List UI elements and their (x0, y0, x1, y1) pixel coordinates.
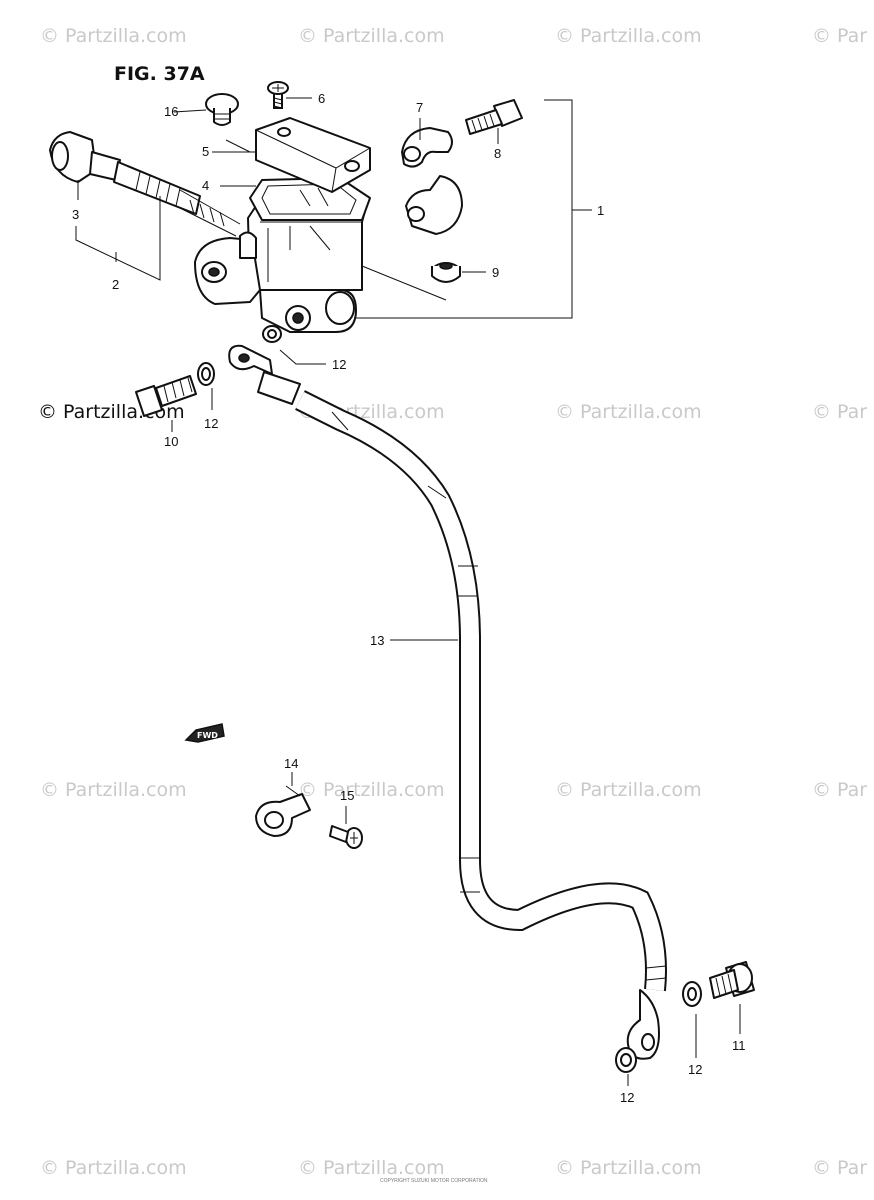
union-bolt (135, 375, 197, 417)
callout-7: 7 (416, 100, 423, 115)
callout-4: 4 (202, 178, 209, 193)
watermark: © Par (812, 1157, 867, 1179)
watermark: © Partzilla.com (40, 779, 187, 801)
callout-11: 11 (732, 1038, 746, 1053)
piston-set (49, 131, 241, 237)
brake-hose (228, 344, 667, 1060)
master-cylinder (194, 199, 369, 333)
union-bolt (709, 961, 755, 999)
callout-9: 9 (492, 265, 499, 280)
watermark: © Par (812, 779, 867, 801)
diaphragm (249, 177, 371, 221)
callout-15: 15 (340, 788, 354, 803)
holder (401, 127, 463, 235)
callout-8: 8 (494, 146, 501, 161)
callout-1: 1 (597, 203, 604, 218)
screw (329, 825, 363, 849)
callout-12: 12 (332, 357, 346, 372)
cap (431, 262, 461, 283)
watermark: © Par (812, 25, 867, 47)
watermark: © Partzilla.com (298, 25, 445, 47)
callout-6: 6 (318, 91, 325, 106)
fine-print: COPYRIGHT SUZUKI MOTOR CORPORATION (380, 1178, 488, 1184)
plug (205, 93, 239, 126)
callout-14: 14 (284, 756, 298, 771)
bolt (465, 99, 523, 135)
callout-16: 16 (164, 104, 178, 119)
fwd-label: FWD (197, 731, 218, 740)
watermark: © Partzilla.com (555, 25, 702, 47)
watermark: © Partzilla.com (298, 779, 445, 801)
callout-10: 10 (164, 434, 178, 449)
watermark: © Partzilla.com (40, 25, 187, 47)
watermark: © Partzilla.com (40, 1157, 187, 1179)
fwd-arrow-icon: FWD (184, 723, 225, 743)
callout-5: 5 (202, 144, 209, 159)
watermark: © Partzilla.com (298, 1157, 445, 1179)
figure-title: FIG. 37A (114, 63, 205, 85)
screw (267, 81, 289, 109)
gasket (197, 325, 702, 1073)
callout-2: 2 (112, 277, 119, 292)
watermark: © Par (812, 401, 867, 423)
callouts: 1 2 3 4 5 6 7 8 9 10 11 12 12 12 12 13 1… (72, 91, 746, 1105)
callout-3: 3 (72, 207, 79, 222)
callout-13: 13 (370, 633, 384, 648)
callout-12: 12 (620, 1090, 634, 1105)
callout-12: 12 (688, 1062, 702, 1077)
watermark-layer: © Partzilla.com © Partzilla.com © Partzi… (40, 25, 867, 1179)
callout-12: 12 (204, 416, 218, 431)
reservoir-cap (255, 117, 371, 193)
leader-lines (75, 97, 741, 1086)
watermark: © Partzilla.com (555, 401, 702, 423)
clamp (255, 785, 311, 837)
watermark: © Partzilla.com (555, 1157, 702, 1179)
watermark: © Partzilla.com (555, 779, 702, 801)
